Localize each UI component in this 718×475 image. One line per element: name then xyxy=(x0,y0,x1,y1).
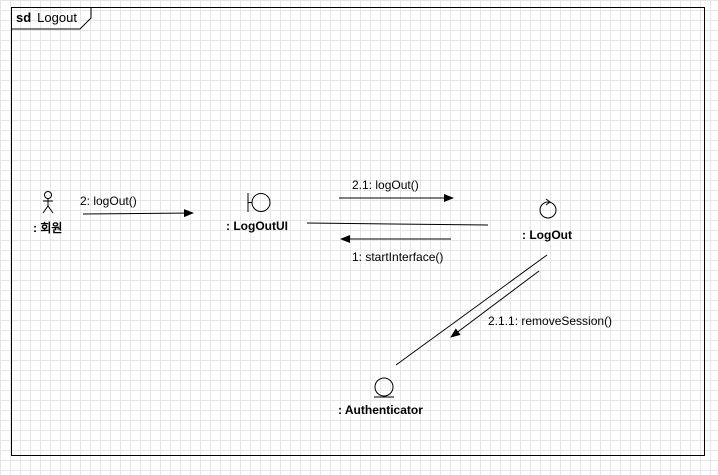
diagram-frame xyxy=(11,7,705,456)
message-logout-forward: 2.1: logOut() xyxy=(352,178,419,192)
entity-icon xyxy=(374,377,394,398)
logoutui-label: : LogOutUI xyxy=(226,219,288,233)
message-logout: 2: logOut() xyxy=(80,194,137,208)
link-logoutui-logout xyxy=(306,222,489,226)
link-logout-authenticator xyxy=(395,254,548,366)
message-start-interface: 1: startInterface() xyxy=(352,250,444,264)
boundary-icon xyxy=(247,193,271,212)
link-member-logoutui xyxy=(82,209,194,218)
frame-title-tab xyxy=(11,7,92,30)
control-icon xyxy=(539,198,557,219)
logout-label: : LogOut xyxy=(522,228,572,242)
member-label: : 회원 xyxy=(33,221,63,235)
arrow-remove-session xyxy=(450,270,540,338)
frame-title: sd Logout xyxy=(16,10,77,25)
message-remove-session: 2.1.1: removeSession() xyxy=(488,314,613,328)
actor-icon xyxy=(42,191,54,214)
frame-name: Logout xyxy=(37,10,77,25)
frame-keyword: sd xyxy=(16,10,32,25)
authenticator-label: : Authenticator xyxy=(338,403,423,417)
